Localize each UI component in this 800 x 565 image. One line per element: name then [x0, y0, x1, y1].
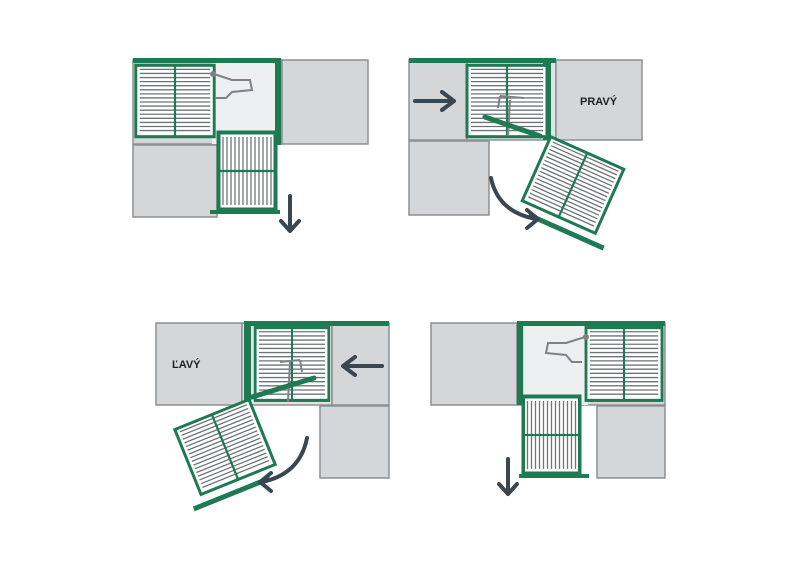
linkage-mechanism	[497, 95, 525, 137]
arrow-down-icon	[497, 457, 519, 496]
linkage-mechanism	[544, 336, 586, 363]
frame-left	[244, 323, 251, 405]
front-panel-swung	[527, 212, 605, 251]
back-basket	[253, 326, 331, 402]
arrow-right-icon	[413, 90, 456, 112]
linkage-mechanism	[279, 359, 303, 403]
cabinet-lower	[132, 144, 218, 218]
panel-top-right: PRAVÝ	[408, 58, 643, 251]
label-right: PRAVÝ	[580, 95, 618, 108]
curved-arrow-icon	[258, 436, 309, 493]
frame-top	[409, 58, 556, 63]
swing-arm	[249, 375, 317, 400]
cabinet-side	[281, 59, 369, 145]
frame-right	[275, 60, 281, 145]
front-basket-slats	[522, 395, 581, 475]
pivot-joint	[583, 334, 589, 340]
linkage-mechanism	[213, 73, 254, 99]
cabinet-side-right	[555, 59, 643, 141]
frame-top	[244, 321, 389, 326]
panel-top-left	[132, 58, 369, 233]
label-left: ĽAVÝ	[172, 358, 201, 371]
arrow-down-icon	[279, 194, 301, 233]
curved-arrow-icon	[489, 176, 540, 230]
frame-left	[517, 323, 523, 405]
back-basket	[584, 326, 664, 402]
cabinet-lower	[408, 140, 490, 216]
cabinet-lower	[596, 405, 666, 479]
panel-bottom-right	[430, 321, 666, 496]
front-panel	[210, 210, 280, 214]
cabinet-side-left	[430, 322, 518, 406]
panel-bottom-left: ĽAVÝ	[155, 321, 390, 512]
open-corner-space	[524, 326, 588, 405]
front-basket-slats	[217, 131, 277, 211]
swing-arm	[482, 114, 543, 139]
cabinet-lower	[319, 405, 390, 479]
pivot-joint	[210, 71, 216, 77]
open-corner-space	[212, 62, 280, 144]
frame-top	[133, 58, 281, 63]
back-basket	[134, 63, 216, 139]
front-panel-swung	[192, 475, 271, 512]
front-panel	[519, 474, 589, 478]
arrow-left-icon	[341, 355, 384, 377]
frame-top	[517, 321, 665, 326]
